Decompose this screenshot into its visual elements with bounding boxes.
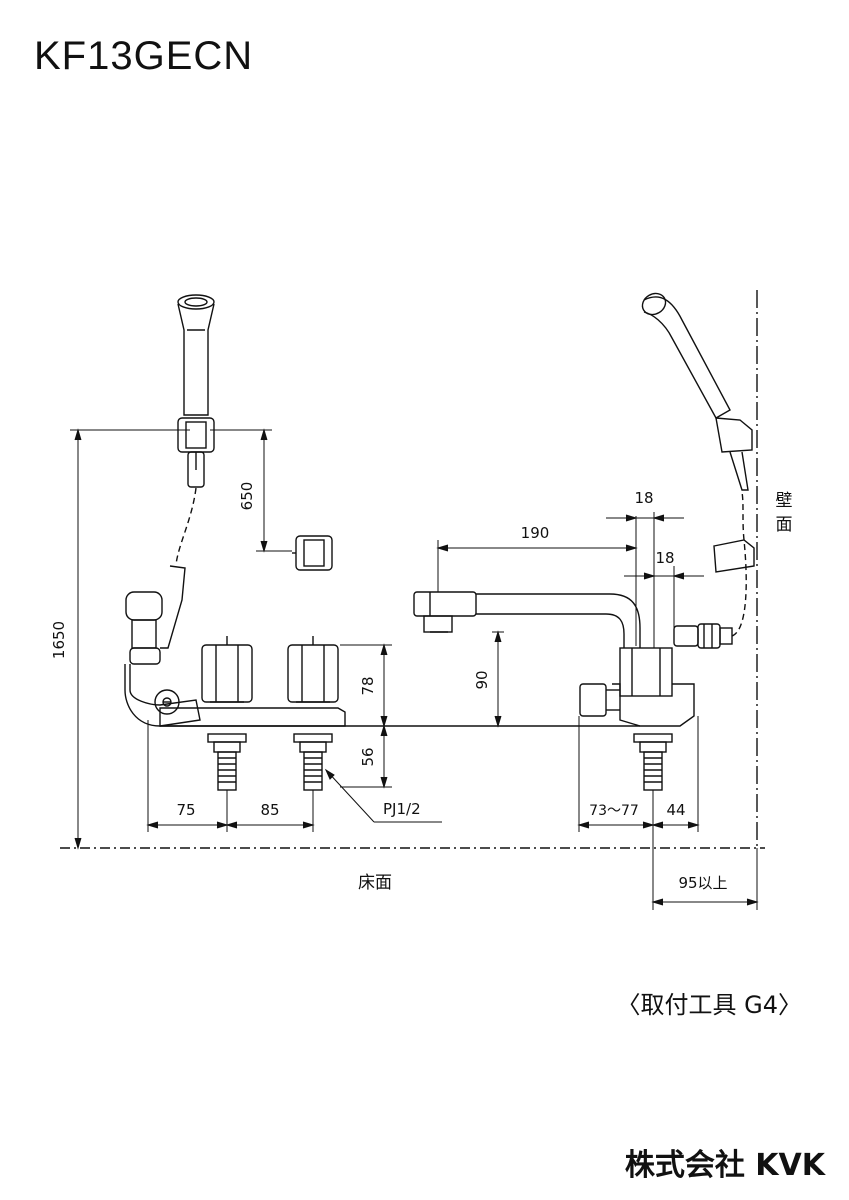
floor-label: 床面 (358, 873, 392, 893)
hot-handle (201, 636, 253, 703)
dim-78-label: 78 (359, 676, 377, 695)
dim-1650-label: 1650 (50, 621, 68, 659)
dim-73-77-44 (577, 716, 700, 910)
dim-78-56 (340, 643, 392, 789)
dim-18-mid-label: 18 (655, 549, 674, 567)
side-body (579, 647, 695, 727)
dim-75-label: 75 (176, 801, 195, 819)
dim-90-label: 90 (473, 670, 491, 689)
pj-label: PJ1/2 (383, 800, 421, 818)
dim-56-label: 56 (359, 747, 377, 766)
dim-75-85 (146, 720, 315, 832)
side-mount-stud (633, 733, 673, 791)
dim-190 (436, 516, 638, 646)
dim-1650 (70, 428, 190, 850)
dim-85-label: 85 (260, 801, 279, 819)
wall-hook-side (713, 539, 755, 573)
dim-73-77-label: 73～77 (589, 803, 639, 819)
manufacturer-logo: 株式会社 KVK (624, 1148, 825, 1183)
dim-190-label: 190 (521, 524, 550, 542)
pj-leader (324, 768, 442, 823)
dim-90 (492, 630, 504, 728)
dim-95 (651, 848, 759, 910)
shower-hook-lower (292, 535, 333, 571)
dim-650-label: 650 (238, 482, 256, 511)
wall-label-1: 壁 (776, 491, 793, 511)
shower-head-front (177, 294, 215, 416)
shower-hose-left (175, 487, 197, 566)
shower-hook-upper (177, 417, 215, 488)
spout (413, 591, 641, 648)
dim-44-label: 44 (666, 801, 685, 819)
dim-650 (210, 428, 292, 553)
dim-18-top-label: 18 (634, 489, 653, 507)
dim-18-mid (624, 566, 704, 628)
hose-connector (673, 623, 733, 649)
shower-head-side (641, 292, 753, 491)
base-plate (159, 707, 346, 727)
cold-handle (287, 636, 339, 703)
model-title: KF13GECN (34, 34, 254, 78)
shower-hose-right (731, 491, 747, 637)
wall-label-2: 面 (776, 515, 793, 535)
diverter-body (124, 565, 201, 727)
cold-mount-stud (293, 733, 333, 791)
hot-mount-stud (207, 733, 247, 791)
dim-18-top (606, 512, 684, 648)
mounting-tool-note: 〈取付工具 G4〉 (616, 991, 803, 1019)
dim-95-label: 95以上 (678, 874, 727, 892)
